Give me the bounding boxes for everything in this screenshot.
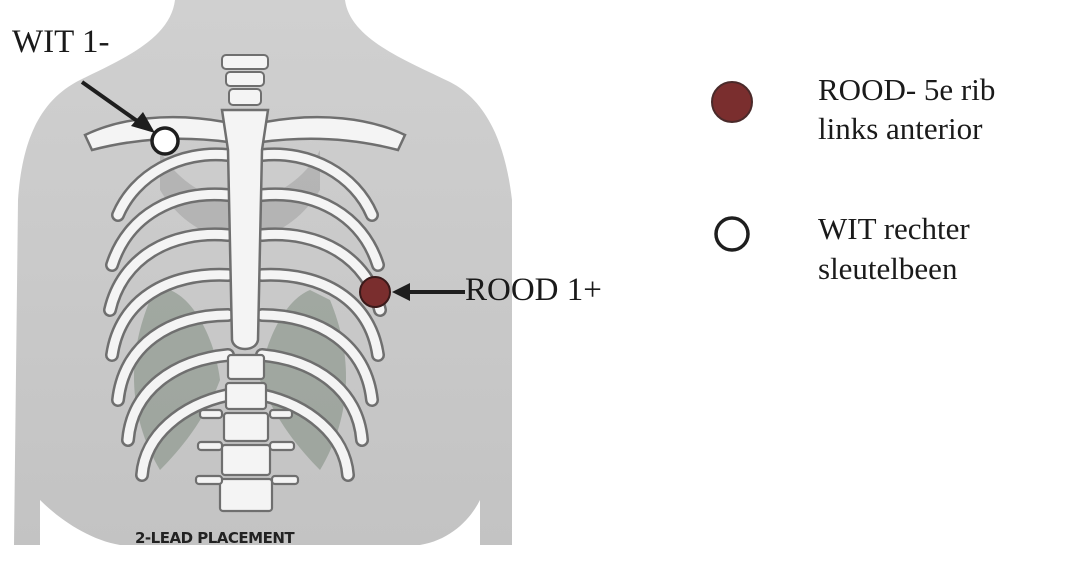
legend-white-marker-icon (716, 218, 748, 250)
legend-red-text-line2: links anterior (818, 111, 982, 147)
white-electrode-label: WIT 1- (12, 24, 109, 61)
legend-red-marker-icon (712, 82, 752, 122)
red-electrode-marker (360, 277, 390, 307)
legend-white-text-line1: WIT rechter (818, 211, 970, 247)
red-electrode-label: ROOD 1+ (465, 272, 602, 309)
placement-caption: 2-LEAD PLACEMENT (135, 529, 294, 547)
white-electrode-marker (152, 128, 178, 154)
legend-red-text-line1: ROOD- 5e rib (818, 72, 995, 108)
legend-white-text-line2: sleutelbeen (818, 251, 957, 287)
cervical-spine (222, 55, 268, 105)
